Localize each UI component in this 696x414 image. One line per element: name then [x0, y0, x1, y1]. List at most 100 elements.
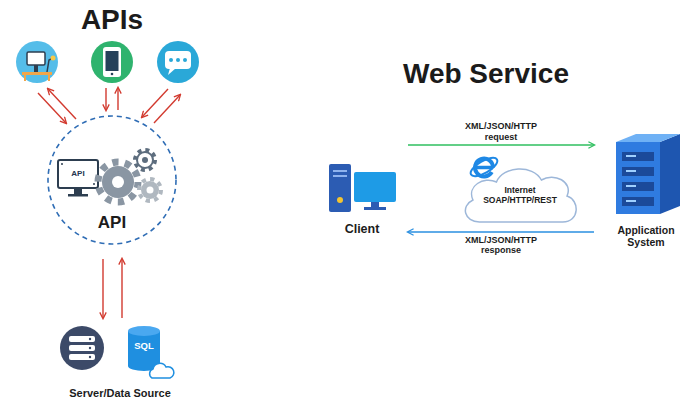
icon-disc: [16, 41, 58, 83]
pc-tower: [329, 164, 351, 212]
application-rack-icon: [616, 134, 680, 214]
red-arrow: [48, 89, 76, 119]
application-system-node: Application System: [600, 135, 692, 250]
pc-power: [337, 197, 343, 203]
chat-dot: [169, 58, 173, 62]
rack-shelf: [622, 152, 654, 161]
gear-body: [141, 181, 159, 199]
edge-label: XML/JSON/HTTP response: [457, 235, 545, 256]
server-data-source-group: Server/Data Source: [52, 322, 188, 402]
red-arrow: [105, 88, 106, 110]
rack-light: [626, 155, 636, 157]
small-cloud: [150, 363, 174, 378]
rack-shelf: [622, 167, 654, 176]
client-api-arrows: [38, 88, 180, 123]
server-led: [89, 347, 91, 349]
gear-teeth: [98, 162, 138, 202]
monitor-stand: [34, 65, 38, 72]
red-arrow: [117, 88, 118, 110]
pc-monitor: [354, 172, 396, 202]
node-label: Server/Data Source: [69, 387, 171, 400]
gear-hole: [112, 176, 124, 188]
server-unit: [69, 354, 95, 360]
chat-dot: [176, 58, 180, 62]
server-icon: [60, 326, 104, 370]
rack-light: [626, 200, 636, 202]
gear-teeth: [135, 150, 155, 170]
phone-body: [103, 47, 121, 77]
server-unit: [69, 345, 95, 351]
logo-orbit: [468, 154, 500, 179]
circuit-dot: [93, 183, 95, 185]
icon-disc: [91, 41, 133, 83]
phone-screen: [106, 51, 119, 71]
sql-icon-text: SQL: [130, 341, 158, 352]
desk-leg: [48, 75, 50, 81]
rack-light: [626, 170, 636, 172]
chat-bubble: [165, 51, 191, 69]
rack-front: [616, 142, 660, 214]
pc-base: [364, 207, 386, 210]
icon-disc: [157, 41, 199, 83]
server-to-api-arrow: [121, 259, 122, 318]
gear-body: [137, 152, 153, 168]
web-service-heading: Web Service: [386, 58, 586, 90]
api-to-server-arrow: [102, 259, 103, 318]
phone-icon: [91, 41, 133, 83]
client-computer-icon: [329, 164, 396, 212]
chat-icon: [157, 41, 199, 83]
node-label: Application System: [610, 224, 682, 248]
api-monitor: [58, 160, 98, 188]
response-arrow: [408, 231, 594, 232]
gear-hole: [147, 187, 154, 194]
server-unit: [69, 336, 95, 342]
logo-e-bar: [475, 166, 493, 170]
red-arrow: [154, 95, 180, 123]
browser-logo: [468, 154, 500, 179]
desktop-icon: [16, 41, 58, 83]
rack-shelf: [622, 182, 654, 191]
database-top: [128, 326, 160, 336]
api-gears-illustration: [58, 150, 161, 202]
node-label: Client: [345, 222, 380, 236]
server-led: [89, 338, 91, 340]
node-label: Internet SOAP/HTTP/REST: [475, 186, 565, 206]
edge-label: XML/JSON/HTTP request: [457, 121, 545, 142]
edge-group: [103, 145, 594, 318]
gear-hole: [142, 157, 148, 163]
apis-heading: APIs: [62, 4, 162, 36]
circuit-dot: [61, 163, 63, 165]
desk-leg: [24, 75, 26, 81]
chat-dot: [183, 58, 187, 62]
chat-tail: [168, 68, 176, 75]
monitor-api-text: API: [61, 169, 95, 178]
pc-slot: [333, 170, 347, 172]
rack-light: [626, 185, 636, 187]
cloud-shape: [465, 169, 576, 222]
server-led: [89, 356, 91, 358]
gear-body: [102, 166, 134, 198]
database-icon: [128, 326, 174, 378]
api-monitor-stand: [74, 188, 82, 194]
node-label: API: [98, 213, 126, 233]
phone-button: [111, 73, 114, 76]
server-disc: [60, 326, 104, 370]
api-hub-circle: API: [47, 115, 177, 245]
client-node: Client: [322, 140, 402, 240]
pc-stand: [371, 202, 379, 207]
api-monitor-base: [68, 194, 88, 197]
lamp-head: [51, 56, 56, 61]
monitor-screen: [27, 52, 45, 65]
request-arrow: [408, 144, 594, 145]
rack-side: [660, 134, 680, 214]
gear-teeth: [139, 179, 161, 201]
red-arrow: [38, 93, 66, 123]
rack-shelf: [622, 197, 654, 206]
dashed-circle: [48, 116, 176, 244]
pc-slot: [333, 175, 347, 177]
rack-top: [616, 134, 680, 142]
internet-cloud: Internet SOAP/HTTP/REST: [458, 156, 582, 228]
